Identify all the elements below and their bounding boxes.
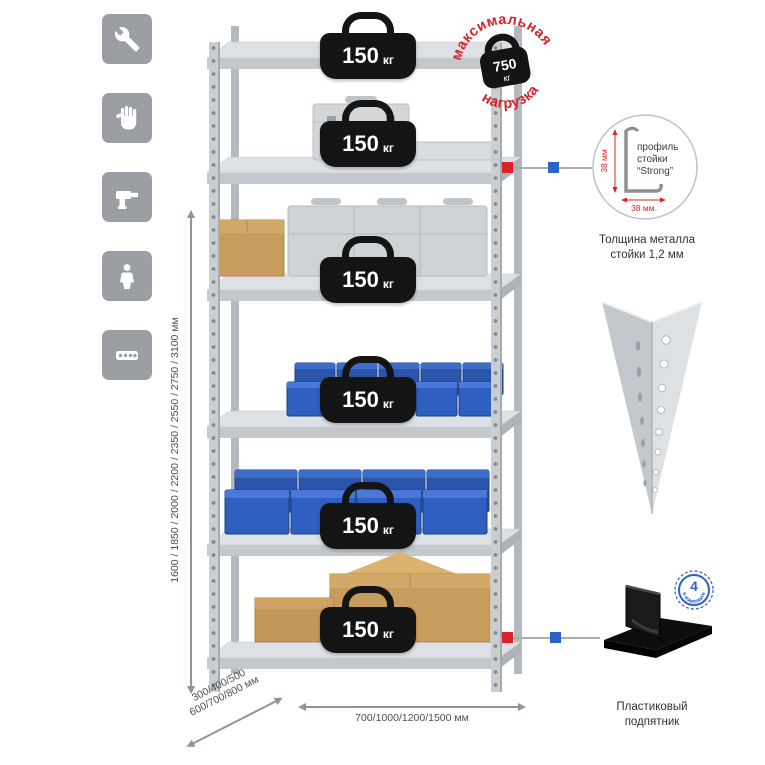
- stamp-unit: кг: [503, 72, 513, 83]
- wrench-icon: [114, 27, 140, 52]
- weight-handle-icon: [342, 586, 394, 611]
- max-load-stamp: максимальная нагрузка 750 кг: [433, 0, 577, 138]
- weight-handle-icon: [342, 482, 394, 507]
- profile-label-1: профиль: [637, 141, 678, 153]
- red-marker-bottom: [502, 632, 513, 643]
- blue-marker-bottom: [550, 632, 561, 643]
- corner-post-graphic: [600, 300, 704, 527]
- width-dimension-label: 700/1000/1200/1500 мм: [355, 712, 469, 724]
- blue-marker-top: [548, 162, 559, 173]
- profile-caption: Толщина металла стойки 1,2 мм: [598, 234, 696, 261]
- profile-dim-vertical: 38 мм: [599, 149, 609, 173]
- height-dimension-line: [187, 210, 195, 694]
- drill-icon: [116, 191, 138, 209]
- flat-case: [410, 141, 502, 161]
- height-dimension-label: 1600 / 1850 / 2000 / 2200 / 2350 / 2550 …: [169, 317, 181, 583]
- foot-caption: Пластиковый подпятник: [616, 701, 688, 728]
- weight-handle-icon: [342, 100, 394, 125]
- feature-tile-gloves: [102, 93, 152, 143]
- profile-section: [624, 131, 663, 193]
- weight-handle-icon: [342, 12, 394, 37]
- rack-back-left-post: [231, 26, 239, 674]
- feature-tile-tools: [102, 14, 152, 64]
- weight-handle-icon: [342, 356, 394, 381]
- feature-tile-perforation: [102, 330, 152, 380]
- weight-handle-icon: [342, 236, 394, 261]
- callout-line-top: [502, 167, 592, 169]
- rack-front-left-post: [209, 42, 220, 692]
- load-value: 150: [342, 43, 379, 68]
- profile-label-2: стойки: [637, 154, 668, 165]
- stamp-value: 750: [492, 55, 518, 75]
- post-holes: [652, 335, 671, 493]
- callout-circle-border: [592, 114, 698, 220]
- weight-handle-icon: [484, 33, 520, 54]
- glove-icon: [116, 106, 137, 130]
- person-icon: [120, 264, 134, 289]
- profile-dim-horizontal: 38 мм.: [631, 203, 657, 213]
- feature-tile-drill: [102, 172, 152, 222]
- red-marker-top: [502, 162, 513, 173]
- cardboard-box: [209, 219, 285, 277]
- weight-body-icon: [479, 46, 531, 89]
- profile-section-curl: [623, 126, 640, 134]
- rack-back-right-post: [514, 26, 522, 674]
- rack-front-right-post: [491, 42, 502, 692]
- plastic-foot-graphic: [598, 580, 718, 677]
- profile-callout: 38 мм 38 мм. профиль стойки “Strong”: [590, 112, 700, 222]
- width-dimension-line: [298, 703, 526, 711]
- profile-label-3: “Strong”: [637, 166, 673, 177]
- load-unit: кг: [382, 52, 394, 67]
- badge-value: 4: [690, 578, 698, 594]
- perforated-strip-icon: [116, 351, 138, 360]
- quantity-badge: 4 в комплекте: [670, 566, 718, 619]
- post-slots: [635, 341, 647, 487]
- feature-tile-person: [102, 251, 152, 301]
